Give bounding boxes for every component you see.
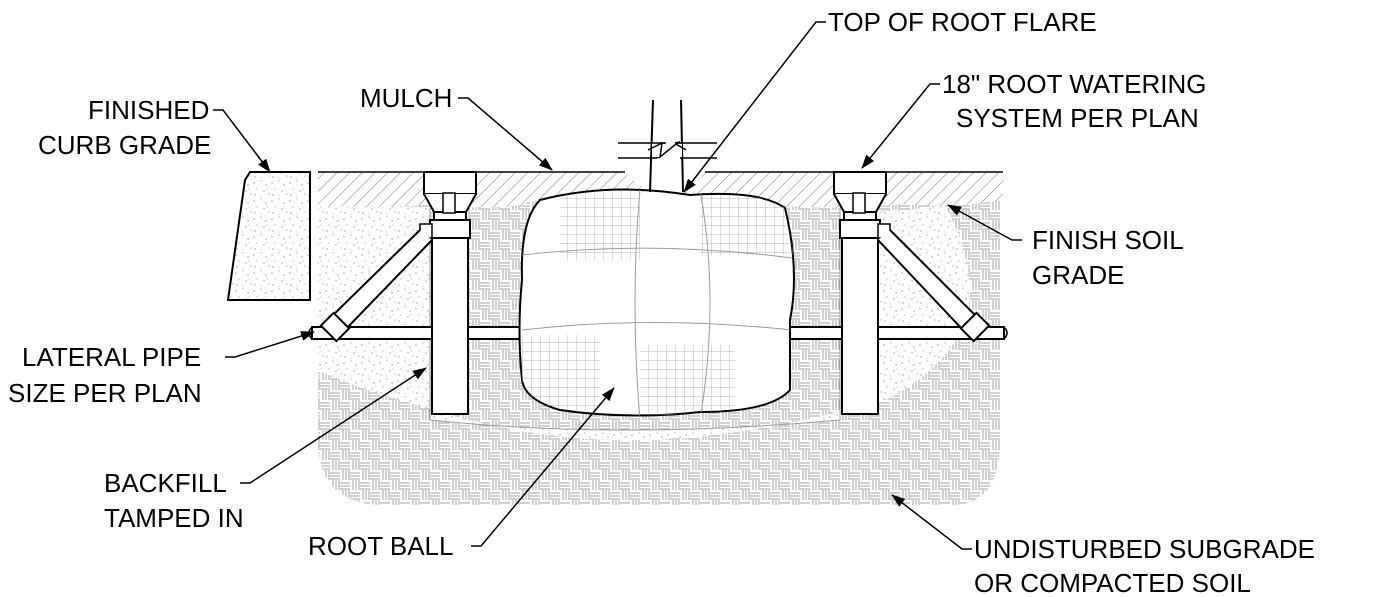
backfill-area <box>318 205 970 440</box>
mulch-layer <box>318 172 1003 208</box>
label-finish-soil-line1: FINISH SOIL <box>1032 225 1184 255</box>
label-finish-soil-line2: GRADE <box>1032 260 1124 290</box>
label-finished-curb-line2: CURB GRADE <box>38 130 211 160</box>
label-lateral-pipe-line2: SIZE PER PLAN <box>8 378 202 408</box>
label-top-of-root-flare: TOP OF ROOT FLARE <box>828 7 1097 37</box>
label-root-watering-line2: SYSTEM PER PLAN <box>956 103 1199 133</box>
label-root-ball: ROOT BALL <box>308 531 453 561</box>
pit-outline <box>429 208 841 431</box>
leader-lines <box>213 21 1022 550</box>
label-backfill-line1: BACKFILL <box>104 468 227 498</box>
tree-trunk <box>618 99 717 193</box>
label-mulch: MULCH <box>360 83 452 113</box>
watering-tube-left <box>319 171 477 415</box>
label-backfill-line2: TAMPED IN <box>104 503 244 533</box>
concrete-curb <box>226 171 311 301</box>
label-root-watering-line1: 18" ROOT WATERING <box>942 69 1206 99</box>
label-lateral-pipe-line1: LATERAL PIPE <box>22 342 201 372</box>
root-ball <box>518 188 795 417</box>
watering-tube-right <box>833 171 991 415</box>
label-finished-curb-line1: FINISHED <box>88 95 209 125</box>
label-subgrade-line2: OR COMPACTED SOIL <box>974 568 1251 597</box>
label-subgrade-line1: UNDISTURBED SUBGRADE <box>974 534 1315 564</box>
